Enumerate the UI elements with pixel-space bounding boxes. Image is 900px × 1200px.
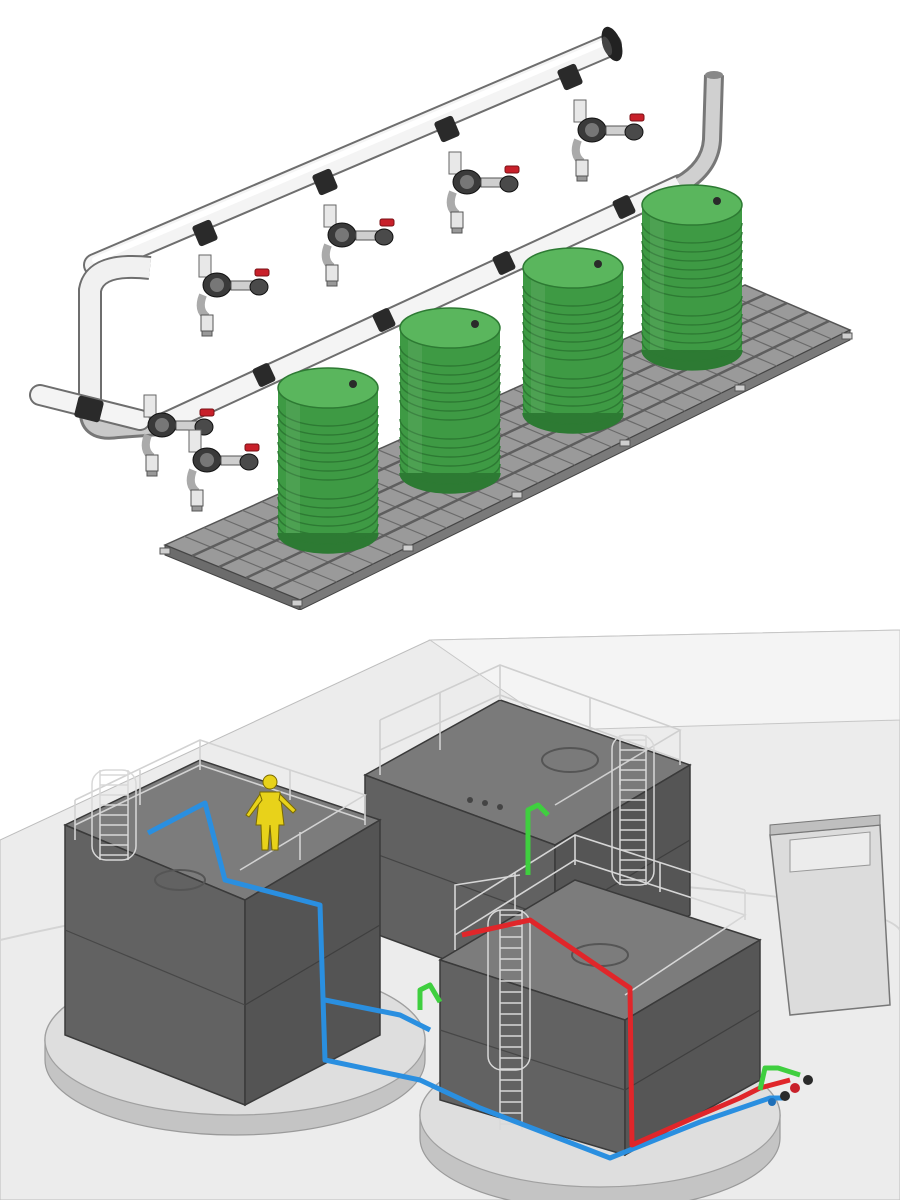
upper-valve-4 (571, 99, 645, 182)
tank-installation-panel (0, 610, 900, 1200)
drum-3 (522, 247, 624, 434)
lower-valve-2 (186, 429, 260, 512)
drum-2 (399, 307, 501, 494)
green-process-line (417, 802, 801, 1091)
manifold-skid-drawing (29, 26, 853, 610)
tank-installation-drawing (0, 629, 900, 1200)
lower-header-pipe (149, 71, 724, 436)
rear-tank-caged-ladder (611, 734, 655, 886)
upper-valve-assemblies (196, 99, 645, 337)
equipment-housing (769, 814, 891, 1016)
upper-valve-3 (446, 151, 520, 234)
vertical-riser-pipe (29, 255, 161, 440)
upper-header-pipe (83, 26, 623, 277)
left-tank (63, 739, 382, 1107)
pipe-fittings (768, 1075, 813, 1106)
left-tank-guardrail (74, 739, 367, 871)
drum-4 (641, 184, 743, 371)
drum-1 (277, 367, 379, 554)
grating-platform (159, 284, 853, 610)
upper-valve-1 (196, 254, 270, 337)
front-tank-guardrail (454, 834, 747, 996)
left-tank-caged-ladder (91, 769, 137, 861)
front-tank (438, 834, 762, 1157)
red-process-line (461, 917, 791, 1148)
human-figure (245, 774, 297, 851)
lower-valve-assemblies (141, 394, 260, 512)
drums (277, 184, 743, 554)
blue-process-line (146, 800, 785, 1161)
upper-valve-2 (321, 204, 395, 287)
manifold-skid-panel (29, 26, 853, 610)
